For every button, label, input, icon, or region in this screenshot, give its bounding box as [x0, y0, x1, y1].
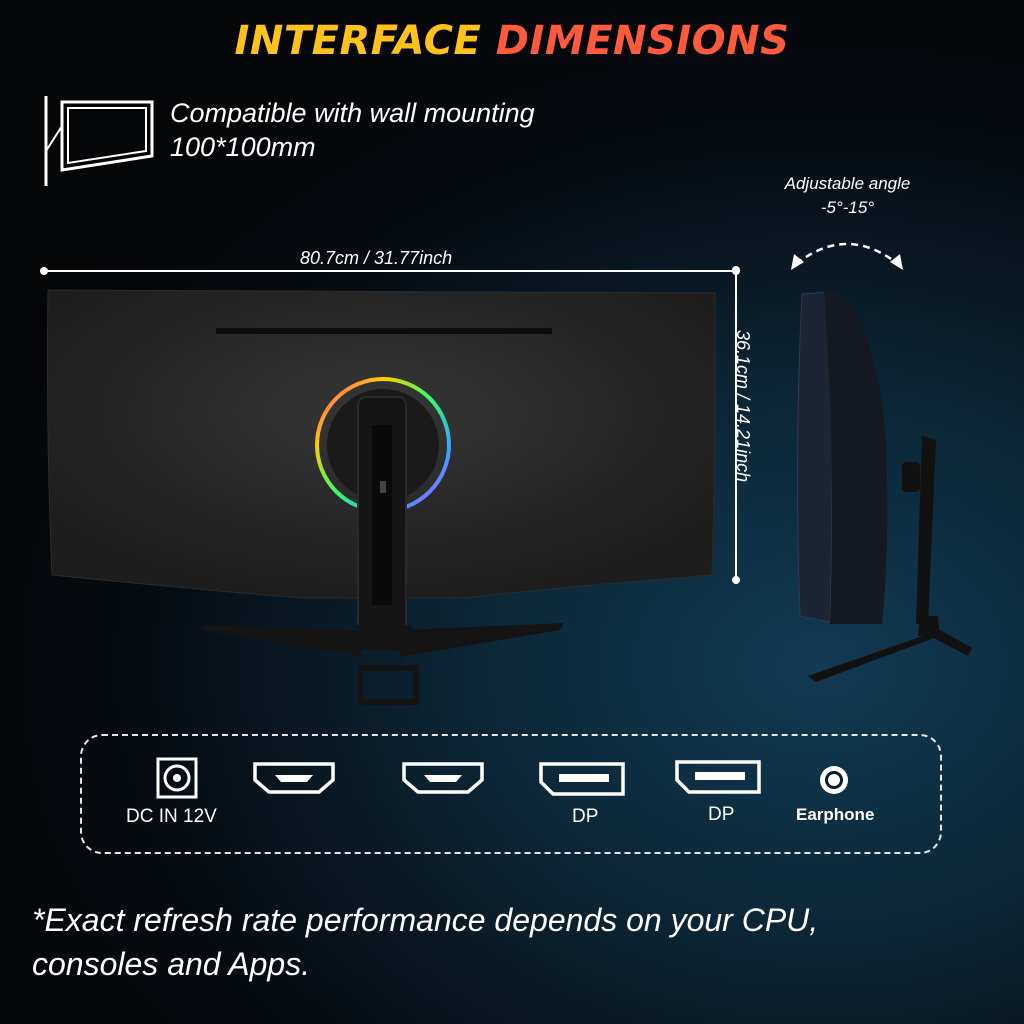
height-dimension-line: [732, 266, 740, 584]
monitor-side-illustration: [796, 290, 972, 682]
footnote-line2: consoles and Apps.: [32, 946, 311, 982]
adjustable-angle-label: Adjustable angle -5°-15°: [760, 172, 935, 220]
angle-line1: Adjustable angle: [784, 174, 911, 193]
port-label-dc: DC IN 12V: [126, 806, 217, 827]
hdmi-port-icon: [253, 762, 335, 794]
wall-mount-line2: 100*100mm: [170, 132, 316, 162]
displayport-icon: [675, 760, 761, 794]
displayport-icon: [539, 762, 625, 796]
wall-mount-text: Compatible with wall mounting 100*100mm: [170, 96, 535, 164]
title-word-dimensions: DIMENSIONS: [495, 18, 790, 64]
title-word-interface: INTERFACE: [234, 18, 482, 64]
hdmi-port-icon: [402, 762, 484, 794]
wall-mount-icon: [44, 96, 154, 186]
ports-panel: [80, 734, 942, 854]
wall-mount-line1: Compatible with wall mounting: [170, 98, 535, 128]
port-label-dp2: DP: [708, 804, 735, 825]
monitor-back-illustration: [47, 289, 716, 705]
tilt-arrow-icon: [791, 242, 903, 270]
earphone-jack-icon: [820, 766, 848, 794]
dc-power-icon: [156, 757, 198, 799]
footnote: *Exact refresh rate performance depends …: [32, 898, 992, 986]
port-label-dp1: DP: [572, 806, 599, 827]
width-dimension-label: 80.7cm / 31.77inch: [300, 248, 453, 268]
footnote-line1: *Exact refresh rate performance depends …: [32, 902, 819, 938]
angle-line2: -5°-15°: [820, 198, 875, 217]
port-label-earphone: Earphone: [796, 805, 875, 824]
page-title: INTERFACE DIMENSIONS: [0, 18, 1024, 64]
height-dimension-label: 36.1cm / 14.21inch: [733, 330, 753, 483]
